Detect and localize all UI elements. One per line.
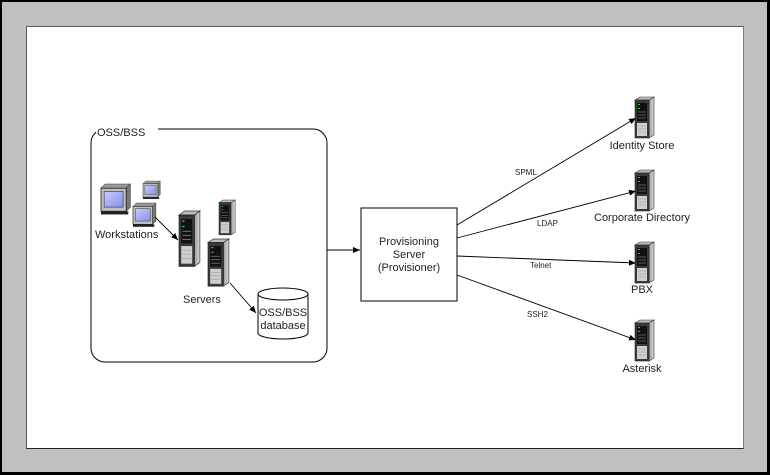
corporate-directory[interactable]: Corporate Directory (594, 169, 690, 224)
pbx-label: PBX (631, 284, 654, 296)
workstation-icon (132, 202, 157, 228)
workstations-to-servers-arrow (154, 216, 179, 241)
server-icon (634, 169, 655, 212)
pbx[interactable]: PBX (631, 241, 655, 296)
provisioning-server[interactable]: Provisioning Server (Provisioner) (360, 207, 458, 302)
provisioner-label-line3: (Provisioner) (378, 262, 440, 274)
server-icon (634, 96, 655, 139)
server-icon (207, 238, 230, 287)
oss-bss-group: OSS/BSS (90, 124, 328, 363)
servers-to-database-arrow (229, 282, 257, 314)
spml-label: SPML (515, 168, 537, 177)
ldap-connection (456, 189, 637, 239)
telnet-connection (456, 255, 637, 266)
identity-store-label: Identity Store (610, 140, 675, 152)
ssh2-label: SSH2 (527, 310, 548, 319)
server-icon (178, 210, 201, 268)
server-icon (634, 241, 655, 284)
spml-connection (456, 117, 637, 226)
servers[interactable]: Servers (178, 199, 236, 306)
oss-bss-label: OSS/BSS (97, 127, 145, 139)
asterisk-label: Asterisk (622, 363, 662, 375)
workstation-icon (142, 180, 161, 200)
asterisk[interactable]: Asterisk (622, 319, 662, 375)
corporate-directory-label: Corporate Directory (594, 212, 690, 224)
oss-bss-database[interactable]: OSS/BSS database (257, 287, 309, 340)
server-icon (634, 319, 655, 362)
provisioner-label-line2: Server (393, 249, 426, 261)
workstation-icon (100, 183, 131, 215)
workstations-label: Workstations (95, 229, 159, 241)
telnet-label: Telnet (530, 261, 552, 270)
ldap-label: LDAP (537, 219, 558, 228)
identity-store[interactable]: Identity Store (610, 96, 675, 152)
workstations[interactable]: Workstations (95, 180, 161, 241)
server-icon (218, 199, 236, 236)
ssh2-connection (456, 274, 637, 341)
provisioner-label-line1: Provisioning (379, 236, 439, 248)
servers-label: Servers (183, 294, 221, 306)
database-label-line2: database (260, 320, 305, 332)
database-label-line1: OSS/BSS (259, 307, 307, 319)
